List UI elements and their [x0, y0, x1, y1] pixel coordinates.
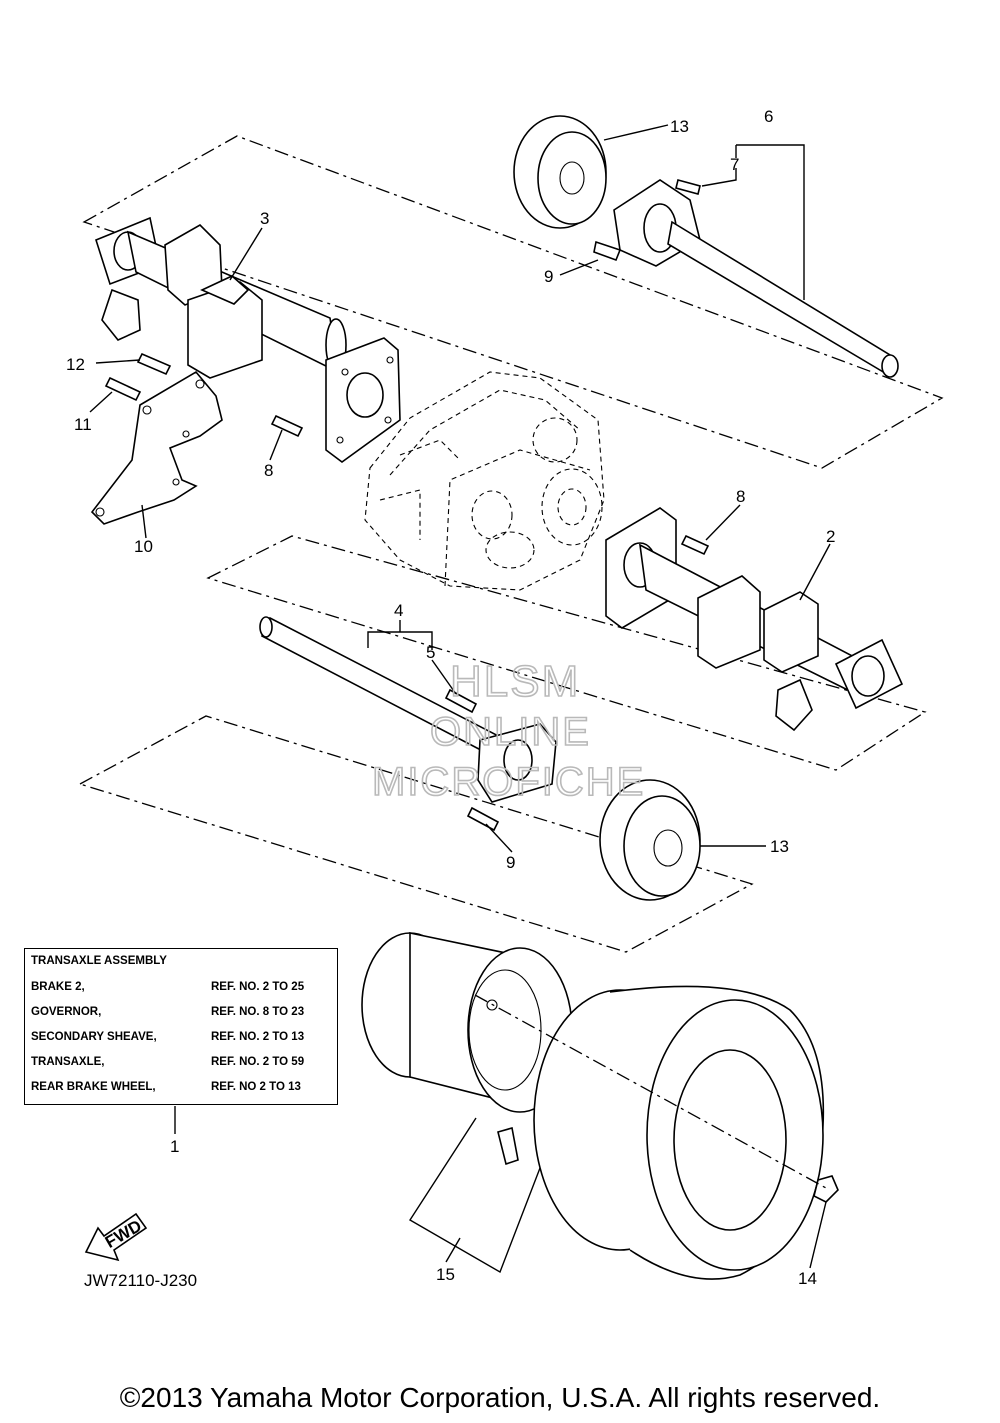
callout-11: 11: [74, 415, 92, 434]
right-axle-housing: [605, 507, 904, 732]
callout-numbers: 13 6 7 3 9 12 11 8 8 10 2 4 5 9 13 1 15 …: [66, 107, 835, 1288]
legend-row: SECONDARY SHEAVE, REF. NO. 2 TO 13: [31, 1031, 331, 1051]
callout-15: 15: [436, 1265, 455, 1284]
left-flange-plate: [325, 337, 401, 463]
bolts: [104, 179, 710, 832]
middle-axle-shaft: [259, 616, 557, 803]
callout-8-left: 8: [264, 461, 273, 480]
legend-row: TRANSAXLE, REF. NO. 2 TO 59: [31, 1056, 331, 1076]
legend-row: REAR BRAKE WHEEL, REF. NO 2 TO 13: [31, 1081, 331, 1101]
wheel-center-line: [474, 994, 827, 1189]
wheel-nut: [813, 1175, 839, 1203]
callout-8-right: 8: [736, 487, 745, 506]
legend-row-ref: REF. NO. 8 TO 23: [211, 1006, 305, 1018]
left-axle-housing: [95, 216, 347, 379]
legend-row-name: TRANSAXLE,: [31, 1056, 105, 1068]
tire: [533, 985, 825, 1280]
upper-assembly-plane: [82, 135, 944, 469]
legend-row-name: BRAKE 2,: [31, 981, 85, 993]
callout-12: 12: [66, 355, 85, 374]
callout-5: 5: [426, 643, 435, 662]
legend-row-ref: REF. NO 2 TO 13: [211, 1081, 301, 1093]
callout-9-upper: 9: [544, 267, 553, 286]
callout-9-lower: 9: [506, 853, 515, 872]
assembly-legend: TRANSAXLE ASSEMBLY BRAKE 2, REF. NO. 2 T…: [24, 948, 338, 1105]
watermark-line-3: MICROFICHE: [372, 760, 645, 804]
callout-4: 4: [394, 601, 403, 620]
middle-assembly-plane: [206, 535, 927, 771]
legend-row-name: REAR BRAKE WHEEL,: [31, 1081, 156, 1093]
bracket: [90, 370, 223, 525]
leader-lines: [89, 124, 831, 1274]
legend-row: BRAKE 2, REF. NO. 2 TO 25: [31, 981, 331, 1001]
lower-brake-drum: [599, 779, 701, 901]
legend-row-ref: REF. NO. 2 TO 25: [211, 981, 305, 993]
upper-axle-shaft: [613, 179, 899, 378]
callout-2: 2: [826, 527, 835, 546]
legend-title: TRANSAXLE ASSEMBLY: [31, 955, 167, 967]
legend-row: GOVERNOR, REF. NO. 8 TO 23: [31, 1006, 331, 1026]
valve-stem: [497, 1126, 519, 1166]
watermark-line-1: HLSM: [450, 657, 580, 706]
transaxle-case: [364, 371, 605, 591]
callout-1: 1: [170, 1137, 179, 1156]
callout-13-upper: 13: [670, 117, 689, 136]
callout-3: 3: [260, 209, 269, 228]
fwd-arrow: FWD: [84, 1212, 148, 1262]
watermark: HLSM ONLINE MICROFICHE: [371, 656, 645, 805]
watermark-line-2: ONLINE: [430, 710, 591, 754]
callout-13-lower: 13: [770, 837, 789, 856]
callout-14: 14: [798, 1269, 817, 1288]
diagram-code: JW72110-J230: [84, 1271, 198, 1290]
callout-6: 6: [764, 107, 773, 126]
copyright-notice: ©2013 Yamaha Motor Corporation, U.S.A. A…: [119, 1382, 881, 1413]
legend-row-name: SECONDARY SHEAVE,: [31, 1031, 157, 1043]
legend-row-ref: REF. NO. 2 TO 13: [211, 1031, 305, 1043]
lower-assembly-plane: [78, 715, 754, 953]
legend-row-ref: REF. NO. 2 TO 59: [211, 1056, 305, 1068]
upper-brake-drum: [513, 115, 607, 229]
callout-10: 10: [134, 537, 153, 556]
legend-row-name: GOVERNOR,: [31, 1006, 102, 1018]
callout-7: 7: [730, 155, 739, 174]
fwd-label: FWD: [102, 1216, 145, 1252]
